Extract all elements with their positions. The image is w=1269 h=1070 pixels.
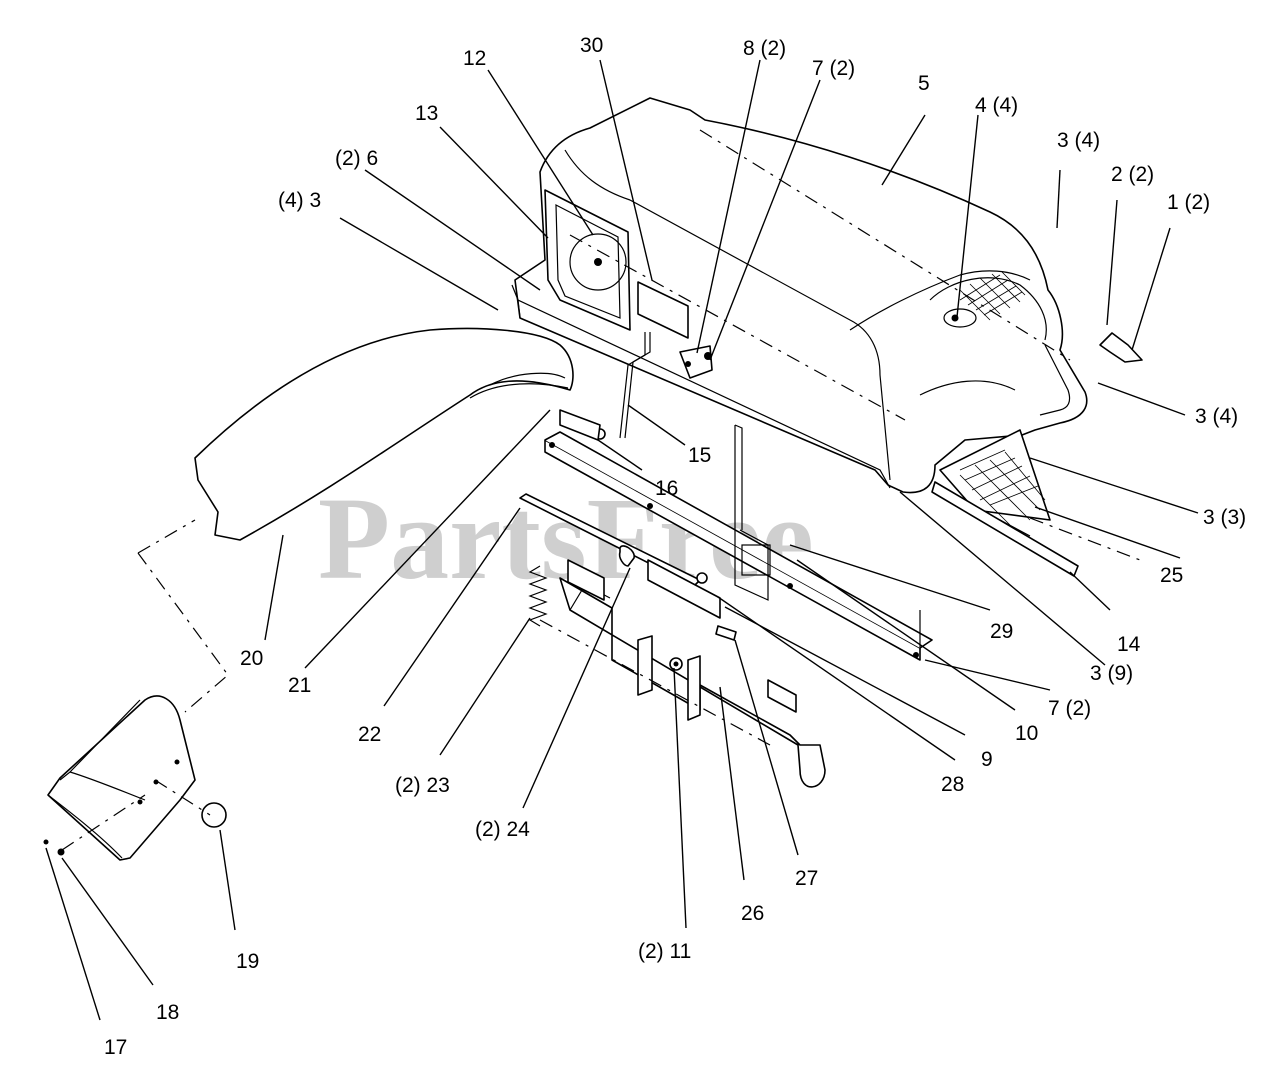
label-1: 1 (2) xyxy=(1167,191,1210,214)
label-23: (2) 23 xyxy=(395,774,450,797)
label-8: 8 (2) xyxy=(743,37,786,60)
leader-lines xyxy=(45,59,1199,1021)
label-3e: 3 (9) xyxy=(1090,662,1133,685)
mount-bars xyxy=(544,424,933,661)
label-26: 26 xyxy=(741,902,764,925)
label-30: 30 xyxy=(580,34,603,57)
label-4: 4 (4) xyxy=(975,94,1018,117)
chute-end xyxy=(43,695,227,861)
assembly-lines xyxy=(61,517,1141,851)
label-12: 12 xyxy=(463,47,486,70)
label-27: 27 xyxy=(795,867,818,890)
label-13: 13 xyxy=(415,102,438,125)
hood-cover xyxy=(511,97,1088,494)
label-3c: 3 (4) xyxy=(1195,405,1238,428)
label-10: 10 xyxy=(1015,722,1038,745)
label-16: 16 xyxy=(655,477,678,500)
label-5: 5 xyxy=(918,72,930,95)
label-3a: 3 (4) xyxy=(1057,129,1100,152)
latch-bracket xyxy=(1099,332,1143,363)
label-14: 14 xyxy=(1117,633,1141,656)
label-6: (2) 6 xyxy=(335,147,378,170)
label-24: (2) 24 xyxy=(475,818,530,841)
label-7b: 7 (2) xyxy=(1048,697,1091,720)
discharge-chute xyxy=(194,327,574,541)
label-9: 9 xyxy=(981,748,993,771)
label-21: 21 xyxy=(288,674,311,697)
label-20: 20 xyxy=(240,647,263,670)
callout-labels: 12 30 8 (2) 7 (2) 5 4 (4) 13 3 (4) 2 (2)… xyxy=(104,34,1246,1059)
label-19: 19 xyxy=(236,950,259,973)
label-18: 18 xyxy=(156,1001,179,1024)
label-3d: 3 (3) xyxy=(1203,506,1246,529)
label-3b: (4) 3 xyxy=(278,189,321,212)
label-25: 25 xyxy=(1160,564,1183,587)
spring xyxy=(528,565,548,627)
label-28: 28 xyxy=(941,773,964,796)
label-11: (2) 11 xyxy=(638,940,691,963)
label-2: 2 (2) xyxy=(1111,163,1154,186)
label-22: 22 xyxy=(358,723,381,746)
handle-assembly xyxy=(559,559,826,788)
label-29: 29 xyxy=(990,620,1013,643)
rear-mesh-plate xyxy=(931,429,1079,577)
label-7a: 7 (2) xyxy=(812,57,855,80)
label-15: 15 xyxy=(688,444,711,467)
label-17: 17 xyxy=(104,1036,127,1059)
